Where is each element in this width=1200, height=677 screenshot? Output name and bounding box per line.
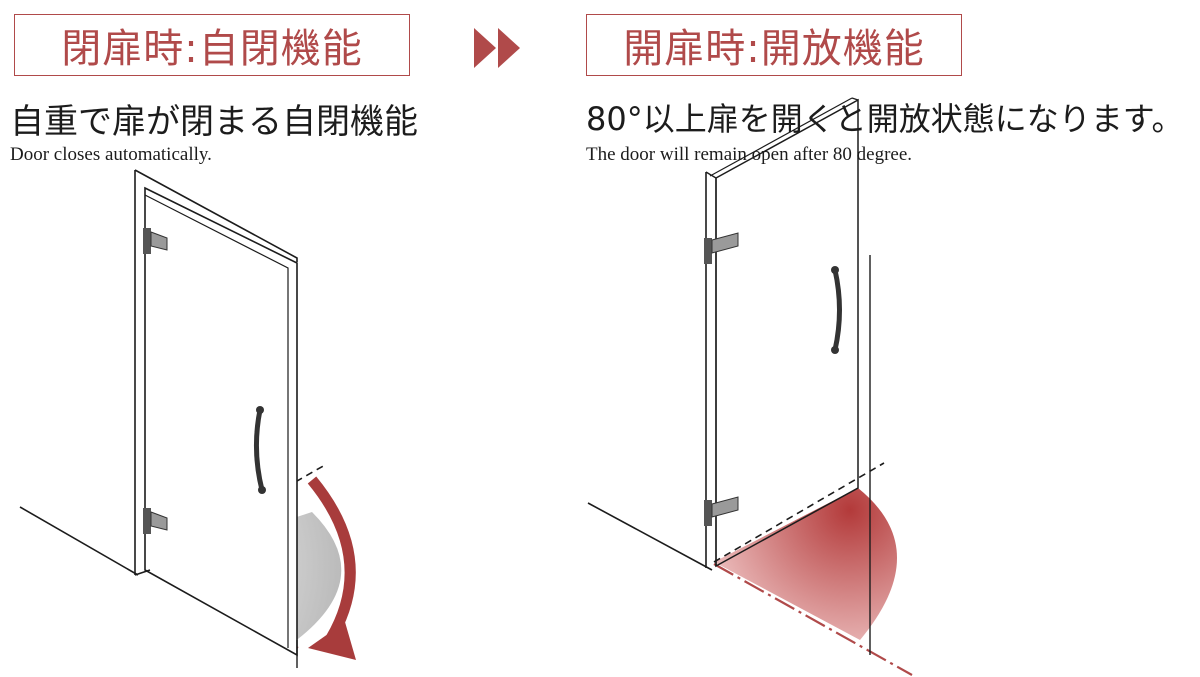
open-state-subtitle: The door will remain open after 80 degre…	[586, 144, 913, 165]
bottom-hinge-icon	[143, 508, 168, 534]
closed-state-subtitle: Door closes automatically.	[10, 144, 212, 165]
open-glass-door-panel	[715, 98, 859, 568]
open-state-heading: 80°以上扉を開くと開放状態になります。	[586, 100, 1184, 138]
closed-door-illustration	[19, 169, 356, 668]
door-handle-icon-right	[831, 266, 842, 354]
bottom-hinge-icon-right	[704, 496, 739, 526]
door-handle-icon	[253, 406, 266, 494]
left-wall-edge	[19, 506, 139, 576]
top-hinge-icon	[143, 228, 168, 254]
closed-state-title: 閉扉時:自閉機能	[14, 14, 410, 76]
open-hold-area	[714, 488, 898, 640]
closed-state-heading: 自重で扉が閉まる自閉機能	[10, 102, 418, 142]
top-hinge-icon-right	[704, 232, 739, 264]
open-door-illustration	[587, 97, 913, 676]
open-state-title: 開扉時:開放機能	[586, 14, 962, 76]
double-chevron-right-icon	[474, 28, 520, 68]
closed-position-red-line-right	[713, 563, 913, 676]
right-wall-edge	[587, 502, 713, 571]
closing-direction-arrow-icon	[307, 476, 356, 660]
glass-door-panel	[144, 186, 298, 657]
open-position-dashed-line-right	[713, 462, 885, 563]
